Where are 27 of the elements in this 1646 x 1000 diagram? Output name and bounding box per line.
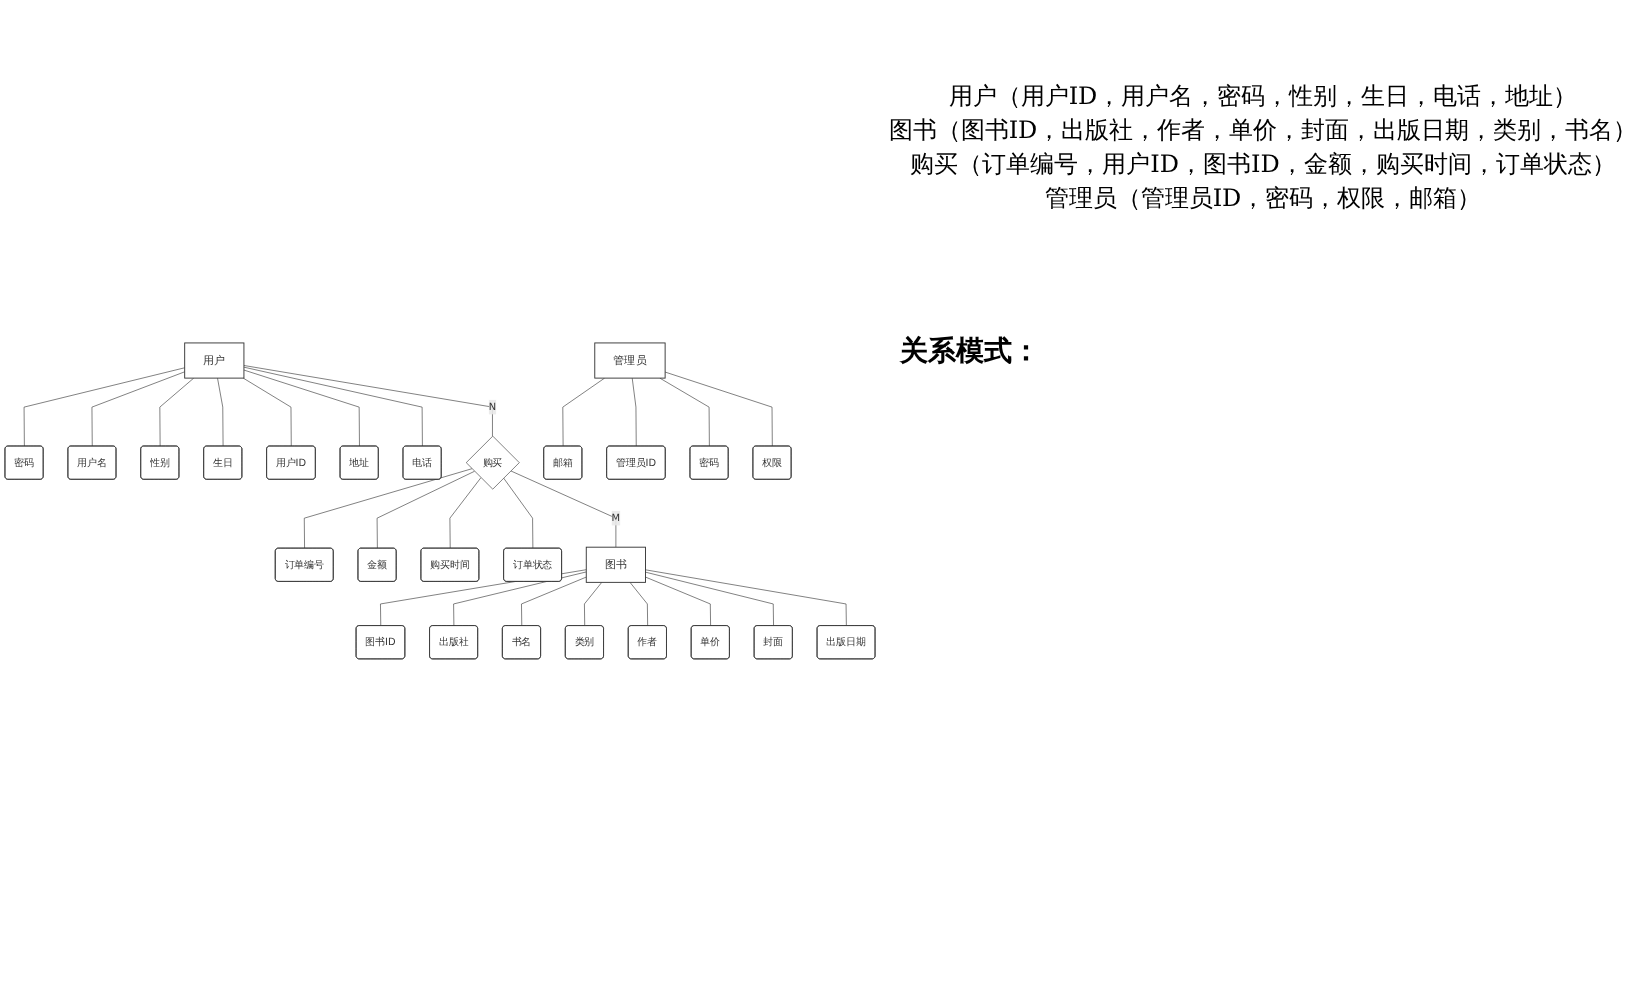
connector bbox=[629, 581, 648, 626]
connector bbox=[303, 467, 473, 548]
connector bbox=[510, 469, 617, 547]
schema-line: 购买（订单编号，用户ID，图书ID，金额，购买时间，订单状态） bbox=[908, 148, 1618, 182]
connector bbox=[217, 376, 224, 446]
connector bbox=[376, 470, 475, 548]
connector bbox=[664, 370, 773, 446]
connector bbox=[243, 365, 423, 446]
connector bbox=[449, 476, 482, 548]
connector bbox=[23, 366, 185, 446]
section-heading: 关系模式： bbox=[897, 336, 1042, 370]
connector bbox=[562, 376, 605, 446]
connector bbox=[645, 568, 847, 626]
connector bbox=[645, 575, 711, 626]
schema-line: 用户（用户ID，用户名，密码，性别，生日，电话，地址） bbox=[946, 80, 1580, 114]
connector bbox=[453, 570, 587, 626]
schema-line: 管理员（管理员ID，密码，权限，邮箱） bbox=[1042, 182, 1484, 216]
connector bbox=[503, 476, 534, 548]
connector bbox=[243, 368, 360, 446]
connector bbox=[631, 376, 637, 446]
connector bbox=[645, 570, 774, 626]
connector bbox=[521, 575, 587, 626]
connector bbox=[159, 376, 195, 446]
connector bbox=[584, 581, 603, 626]
connector bbox=[243, 364, 493, 436]
connector bbox=[91, 370, 185, 446]
schema-line: 图书（图书ID，出版社，作者，单价，封面，出版日期，类别，书名） bbox=[886, 114, 1640, 148]
